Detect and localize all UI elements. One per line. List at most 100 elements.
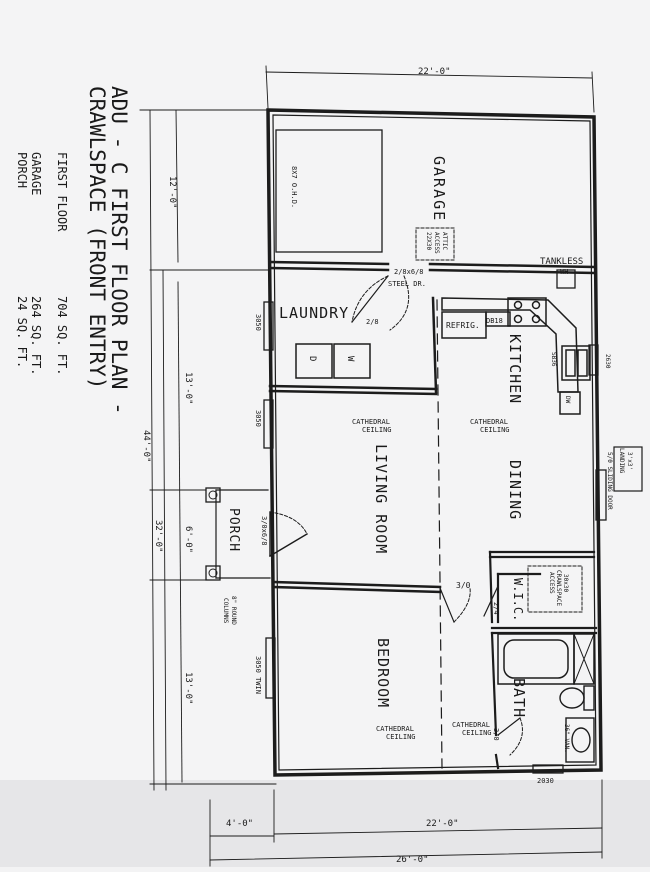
laundry-door-leaf bbox=[351, 275, 389, 323]
dryer bbox=[295, 343, 333, 379]
laundry-door-swing bbox=[351, 275, 389, 323]
water-heater bbox=[556, 269, 576, 289]
dim-house-width: 22'-0" bbox=[426, 819, 459, 829]
attic-label-3: 22X30 bbox=[425, 232, 432, 250]
crawl-label-1: 30x30 bbox=[562, 574, 569, 592]
window-tag-kitchen: 2630 bbox=[604, 354, 611, 369]
bath-door-swing bbox=[509, 717, 523, 756]
cathedral-bath-1: CATHEDRAL bbox=[452, 721, 490, 729]
column-label-1: 8" ROUND bbox=[230, 596, 237, 625]
ceiling-line bbox=[436, 299, 443, 769]
door-tag-front: 3/0x6/8 bbox=[260, 516, 268, 546]
front-door bbox=[269, 511, 308, 557]
toilet bbox=[559, 685, 595, 711]
area-label-porch: PORCH bbox=[15, 152, 29, 188]
crawl-label-3: ACCESS bbox=[548, 572, 555, 594]
attic-label-2: ACCESS bbox=[433, 232, 440, 254]
room-living: LIVING ROOM bbox=[372, 444, 390, 554]
cathedral-bath-2: CEILING bbox=[462, 729, 492, 737]
ohd-label: 8X7 O.H.D. bbox=[290, 166, 298, 208]
dim-living-seg: 13'-0" bbox=[183, 372, 193, 405]
cathedral-bedroom-1: CATHEDRAL bbox=[376, 725, 414, 733]
wic-bath-walls bbox=[488, 550, 598, 770]
washer bbox=[333, 343, 371, 379]
dimension-lines bbox=[139, 65, 603, 867]
sliding-door-label: 5/0 SLIDING DOOR bbox=[606, 452, 613, 510]
dryer-label: D bbox=[307, 356, 317, 361]
room-porch: PORCH bbox=[226, 508, 241, 552]
vanity bbox=[565, 717, 595, 763]
paper-shadow bbox=[0, 780, 650, 867]
cathedral-living-1: CATHEDRAL bbox=[352, 418, 390, 426]
dim-bedroom-seg: 13'-0" bbox=[183, 672, 193, 705]
area-value-garage: 264 SQ. FT. bbox=[29, 296, 43, 375]
room-bedroom: BEDROOM bbox=[374, 638, 392, 708]
landing-label: LANDING bbox=[618, 448, 625, 474]
porch-column-top-round bbox=[208, 490, 218, 500]
area-label-first-floor: FIRST FLOOR bbox=[55, 152, 69, 232]
area-value-porch: 24 SQ. FT. bbox=[15, 296, 29, 368]
wic-entry-door bbox=[439, 587, 455, 623]
dim-porch-width: 4'-0" bbox=[226, 819, 253, 829]
cathedral-dining-2: CEILING bbox=[480, 426, 510, 434]
refrig-label: REFRIG. bbox=[446, 321, 480, 330]
room-bath: BATH bbox=[510, 678, 528, 718]
attic-label-1: ATTIC bbox=[441, 232, 448, 250]
overhead-door bbox=[275, 129, 383, 253]
door-tag-wic-entry: 3/0 bbox=[456, 581, 471, 590]
landing-size: 3'x3' bbox=[626, 452, 633, 470]
landing-box bbox=[613, 446, 643, 492]
title-line-2: CRAWLSPACE (FRONT ENTRY) bbox=[85, 86, 109, 389]
area-label-garage: GARAGE bbox=[29, 152, 43, 195]
cathedral-dining-1: CATHEDRAL bbox=[470, 418, 508, 426]
porch-column-top bbox=[205, 487, 221, 503]
garage-wall bbox=[268, 260, 596, 275]
washer-label: W bbox=[345, 356, 355, 362]
dim-overall-width: 26'-0" bbox=[396, 855, 429, 865]
window-tag-laundry: 3050 bbox=[254, 314, 262, 331]
wic-closet-door bbox=[483, 585, 499, 617]
vanity-label: 36" VAN. bbox=[563, 724, 570, 753]
wic-entry-swing bbox=[453, 587, 471, 623]
cathedral-living-2: CEILING bbox=[362, 426, 392, 434]
steel-door-swing bbox=[389, 275, 410, 331]
area-value-first-floor: 704 SQ. FT. bbox=[55, 296, 69, 375]
db18-label: DB18 bbox=[486, 317, 503, 325]
room-wic: W.I.C. bbox=[511, 578, 525, 621]
sb36-label: SB36 bbox=[550, 352, 557, 367]
room-laundry: LAUNDRY bbox=[279, 304, 349, 322]
dim-house-length: 32'-0" bbox=[153, 520, 163, 553]
dim-top: 22'-0" bbox=[418, 67, 451, 77]
porch-outline bbox=[215, 489, 271, 579]
column-label-2: COLUMNS bbox=[222, 598, 229, 624]
living-bedroom-wall bbox=[272, 580, 442, 594]
title-line-1: ADU - C FIRST FLOOR PLAN - bbox=[107, 86, 131, 415]
crawl-label-2: CRAWLSPACE bbox=[555, 570, 562, 607]
porch-column-bottom-round bbox=[208, 568, 218, 578]
dw-label: DW bbox=[564, 396, 571, 404]
room-kitchen: KITCHEN bbox=[506, 334, 524, 404]
steel-door-size: 2/8x6/8 bbox=[394, 268, 424, 276]
wh-label: WH bbox=[560, 268, 568, 276]
windows bbox=[263, 301, 607, 774]
door-tag-wic-closet: 2/4 bbox=[492, 602, 500, 615]
porch-column-bottom bbox=[205, 565, 221, 581]
dim-garage-depth: 12'-0" bbox=[167, 176, 177, 209]
room-dining: DINING bbox=[506, 460, 524, 520]
dim-porch-seg: 6'-0" bbox=[183, 526, 193, 553]
bathtub bbox=[497, 633, 595, 685]
cathedral-bedroom-2: CEILING bbox=[386, 733, 416, 741]
window-tag-bedroom: 3050 TWIN bbox=[254, 656, 262, 694]
door-tag-laundry: 2/8 bbox=[366, 318, 379, 326]
window-tag-bath: 2030 bbox=[537, 777, 554, 785]
door-tag-bath: 3/0 bbox=[492, 728, 500, 741]
bath-door bbox=[497, 717, 521, 736]
steel-door-label: STEEL DR. bbox=[388, 280, 426, 288]
dim-overall-length: 44'-0" bbox=[141, 430, 151, 463]
kitchen-counter bbox=[441, 297, 591, 415]
window-tag-living: 3050 bbox=[254, 410, 262, 427]
laundry-wall bbox=[268, 296, 438, 396]
